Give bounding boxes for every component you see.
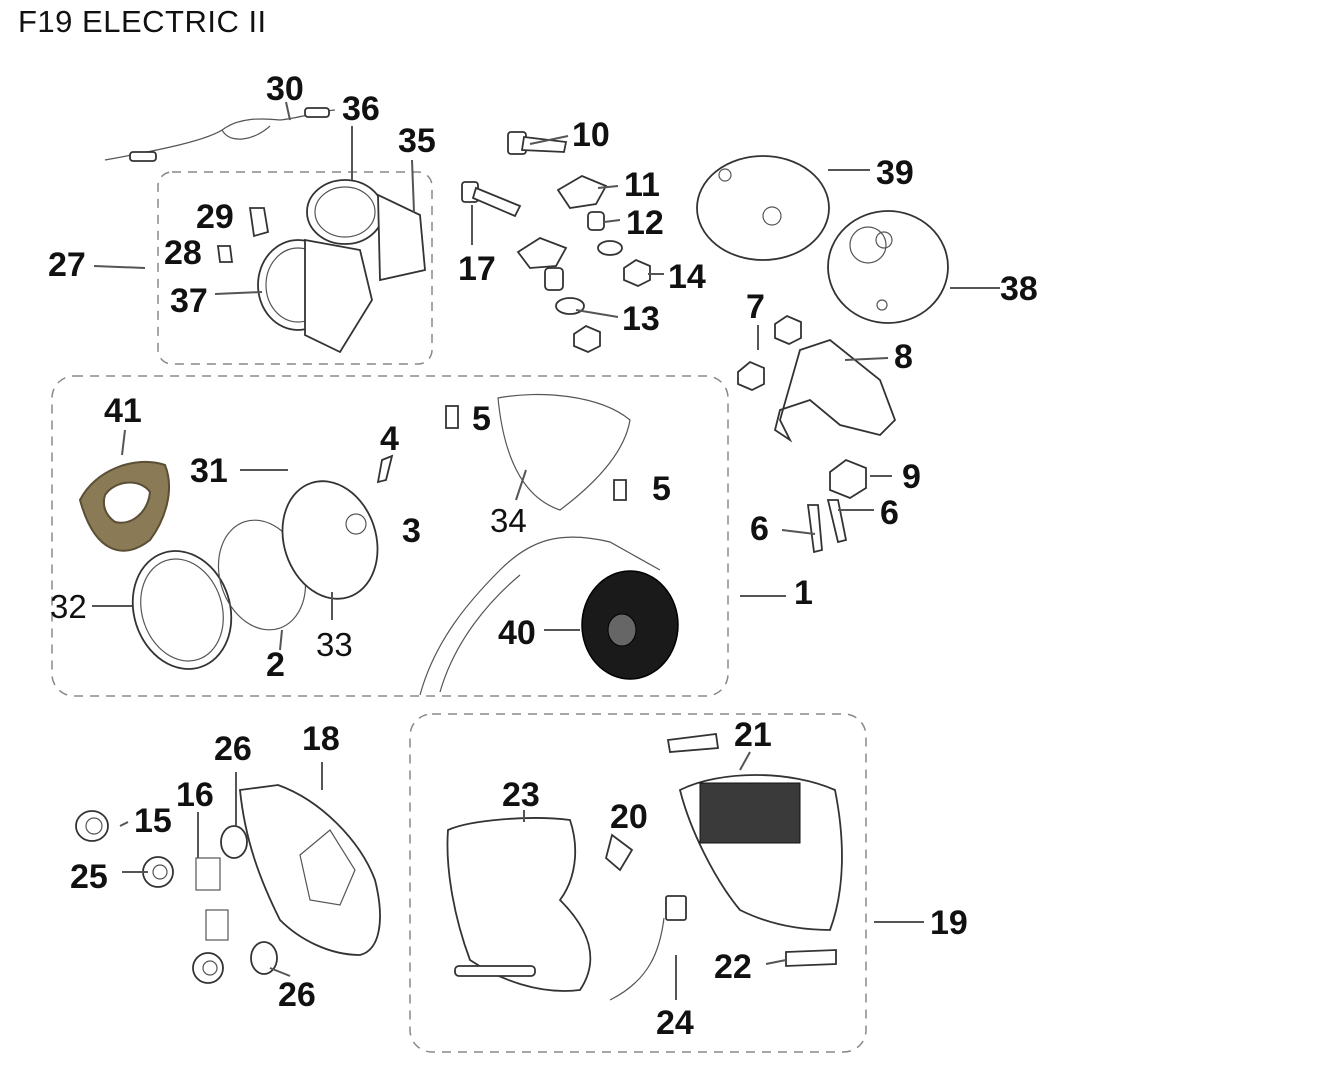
callout-21: 21: [734, 716, 772, 754]
washer-26b: [250, 941, 278, 975]
callout-24: 24: [656, 1004, 694, 1042]
callout-labels: 30 36 35 29 28 27 37 10 11 12 17 14 13 3…: [48, 70, 1038, 1042]
callout-1: 1: [794, 574, 813, 612]
page-title: F19 ELECTRIC II: [18, 4, 267, 39]
nut-7a: [737, 360, 765, 391]
callout-23: 23: [502, 776, 540, 814]
mount-left: [516, 236, 568, 291]
reflector-33: [281, 480, 379, 600]
callout-10: 10: [572, 116, 610, 154]
callout-38: 38: [1000, 270, 1038, 308]
leader-lines: [92, 101, 1000, 1000]
bulb-29: [248, 207, 270, 238]
callout-26-top: 26: [214, 730, 252, 768]
washer-upper: [597, 240, 623, 256]
callout-25: 25: [70, 858, 108, 896]
callout-7: 7: [746, 288, 765, 326]
bolt-6a: [806, 504, 823, 554]
rim-32: [131, 550, 233, 670]
collar-12: [587, 211, 605, 231]
callout-26-bottom: 26: [278, 976, 316, 1014]
harness-24: [609, 895, 687, 1001]
horn-40: [419, 536, 679, 696]
group-box-meters: [157, 171, 433, 365]
callout-35: 35: [398, 122, 436, 160]
housing-23: [446, 817, 592, 992]
screw-5a: [445, 405, 459, 429]
bolt-22: [785, 949, 837, 967]
callout-5-top: 5: [472, 400, 491, 438]
nut-14: [623, 258, 651, 287]
ring-41: [78, 460, 171, 552]
callout-31: 31: [190, 452, 228, 490]
washer-26a: [220, 825, 248, 859]
clip-16a: [195, 857, 221, 891]
callout-2: 2: [266, 646, 285, 684]
housing-34: [497, 393, 631, 511]
bracket-8: [773, 338, 897, 443]
group-box-taillight: [409, 713, 867, 1053]
screw-5b: [613, 479, 627, 501]
callout-5-bottom: 5: [652, 470, 671, 508]
nut-9: [829, 458, 867, 500]
callout-41: 41: [104, 392, 142, 430]
callout-8: 8: [894, 338, 913, 376]
callout-29: 29: [196, 198, 234, 236]
callout-16: 16: [176, 776, 214, 814]
group-box-headlight: [51, 375, 729, 697]
grommet-lower: [192, 952, 224, 984]
callout-19: 19: [930, 904, 968, 942]
screw-4: [376, 454, 394, 484]
callout-27: 27: [48, 246, 86, 284]
callout-17: 17: [458, 250, 496, 288]
callout-30: 30: [266, 70, 304, 108]
nut-lower: [573, 324, 601, 353]
meter-37: [257, 238, 373, 354]
callout-14: 14: [668, 258, 706, 296]
meter-36: [306, 179, 426, 282]
clip-16b: [205, 909, 229, 941]
callout-33: 33: [316, 626, 353, 663]
callout-34: 34: [490, 502, 527, 539]
callout-4: 4: [380, 420, 399, 458]
bolt-6b: [826, 499, 848, 544]
socket-28: [216, 245, 234, 263]
callout-15: 15: [134, 802, 172, 840]
bulb-20: [604, 833, 634, 872]
callout-36: 36: [342, 90, 380, 128]
callout-6-left: 6: [750, 510, 769, 548]
callout-32: 32: [50, 588, 87, 625]
callout-22: 22: [714, 948, 752, 986]
callout-12: 12: [626, 204, 664, 242]
callout-39: 39: [876, 154, 914, 192]
callout-3: 3: [402, 512, 421, 550]
nut-7b: [774, 314, 802, 345]
callout-13: 13: [622, 300, 660, 338]
base-18: [239, 784, 381, 956]
mount-11: [556, 174, 608, 209]
cover-39: [696, 155, 830, 261]
bolt-17: [461, 181, 522, 218]
callout-11: 11: [624, 166, 660, 204]
lens-21: [678, 774, 843, 931]
callout-28: 28: [164, 234, 202, 272]
bolt-upper: [666, 732, 720, 753]
callout-6-right: 6: [880, 494, 899, 532]
speed-cable-30: [104, 107, 336, 162]
callout-37: 37: [170, 282, 208, 320]
callout-9: 9: [902, 458, 921, 496]
grommet-15: [75, 810, 109, 842]
cover-38: [827, 210, 949, 324]
callout-18: 18: [302, 720, 340, 758]
callout-40: 40: [498, 614, 536, 652]
callout-20: 20: [610, 798, 648, 836]
